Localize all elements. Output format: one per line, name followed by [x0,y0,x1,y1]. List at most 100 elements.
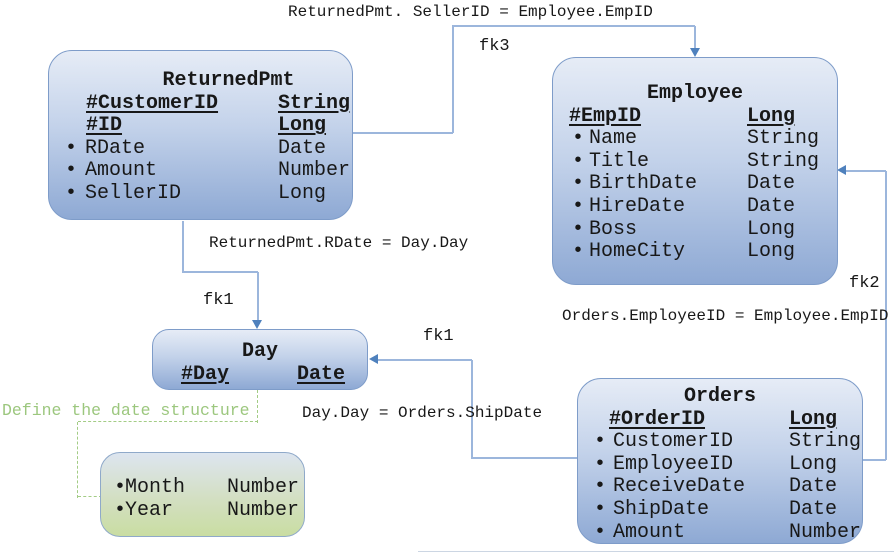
entity-title: ReturnedPmt [162,69,295,92]
attribute-name: CustomerID [613,430,734,454]
fk-label-fk2: fk2 [849,274,880,293]
connector-note-dashed-segment [257,390,258,423]
attribute-type: String [747,127,820,151]
connector-fk1-right-segment [378,359,472,361]
attribute-type: Long [789,407,838,431]
connector-fk1-right-segment [471,360,473,458]
fk-label-fk3: fk3 [479,37,510,56]
entity-row: • Amount Number [49,160,352,183]
connector-fk1-left-segment [182,271,258,273]
entity-row: •Name String [553,128,837,151]
attribute-name: BirthDate [589,172,698,196]
entity-row: •Title String [553,149,837,174]
attribute-name: EmployeeID [613,452,734,476]
attribute-name: #CustomerID [86,91,219,115]
entity-title: Orders [683,385,756,408]
attribute-type: Long [789,452,838,476]
connector-fk3-segment [694,26,696,50]
attribute-type: Long [747,104,796,128]
window-edge-line [418,551,894,553]
arrowhead-fk3-icon [690,48,700,57]
connector-note-dashed-segment [78,421,258,422]
bullet-marker: • [594,430,607,454]
attribute-type: Number [278,159,351,183]
arrowhead-fk1-right-icon [369,354,378,364]
attribute-type: Date [747,172,796,196]
attribute-name: SellerID [85,181,182,205]
bullet-marker: • [572,217,585,241]
attribute-type: Long [278,114,327,138]
bullet-marker: • [65,159,78,183]
attribute-type: Number [227,476,300,499]
bullet-marker: • [594,452,607,476]
entity-title: Employee [646,82,743,105]
attribute-type: String [747,149,820,173]
attribute-name: #Day [181,362,230,386]
connector-fk2-segment [863,459,886,461]
attribute-name: Boss [589,217,638,241]
connector-note-dashed-segment [77,422,78,498]
attribute-name: #ID [86,114,123,138]
attribute-name: #OrderID [609,407,706,431]
attribute-name: Amount [85,159,158,183]
bullet-marker: • [65,136,78,160]
attribute-name: Title [589,149,650,173]
fk-label-fk1-right: fk1 [423,327,454,346]
attribute-type: Date [789,475,838,499]
connector-note-dashed-segment [78,496,102,497]
relation-label-day-shipdate: Day.Day = Orders.ShipDate [302,404,543,422]
fk-label-fk1-left: fk1 [203,291,234,310]
attribute-name: ReceiveDate [613,475,746,499]
relation-label-employeeid-empid: Orders.EmployeeID = Employee.EmpID [562,307,889,325]
connector-fk1-left-segment [182,221,184,272]
attribute-name: Month [125,476,186,499]
connector-fk1-left-segment [257,272,259,321]
attribute-name: RDate [85,136,146,160]
entity-row: •Boss Long [553,217,837,242]
arrowhead-fk1-left-icon [252,320,262,329]
attribute-type: Long [747,217,796,241]
bullet-marker: • [572,240,585,264]
note-define-date-structure: Define the date structure [2,401,250,420]
bullet-marker: • [572,149,585,173]
entity-title: Day [241,340,278,363]
connector-fk3-segment [452,26,454,133]
attribute-type: String [789,430,862,454]
connector-fk1-right-segment [471,457,577,459]
entity-row: #ID Long [49,115,352,138]
attribute-type: Number [789,520,862,544]
connector-fk2-segment [846,170,886,172]
bullet-marker: • [594,475,607,499]
attribute-type: Date [789,497,838,521]
relation-label-rdate-day: ReturnedPmt.RDate = Day.Day [209,234,469,252]
connector-fk3-segment [452,25,695,27]
bullet-marker: • [572,127,585,151]
bullet-marker: • [114,476,127,499]
bullet-marker: • [594,497,607,521]
bullet-marker: • [572,194,585,218]
attribute-name: Name [589,127,638,151]
attribute-type: Long [278,181,327,205]
entity-row: •EmployeeID Long [578,452,862,477]
attribute-type: Long [747,240,796,264]
arrowhead-fk2-icon [837,165,846,175]
attribute-name: ShipDate [613,497,710,521]
